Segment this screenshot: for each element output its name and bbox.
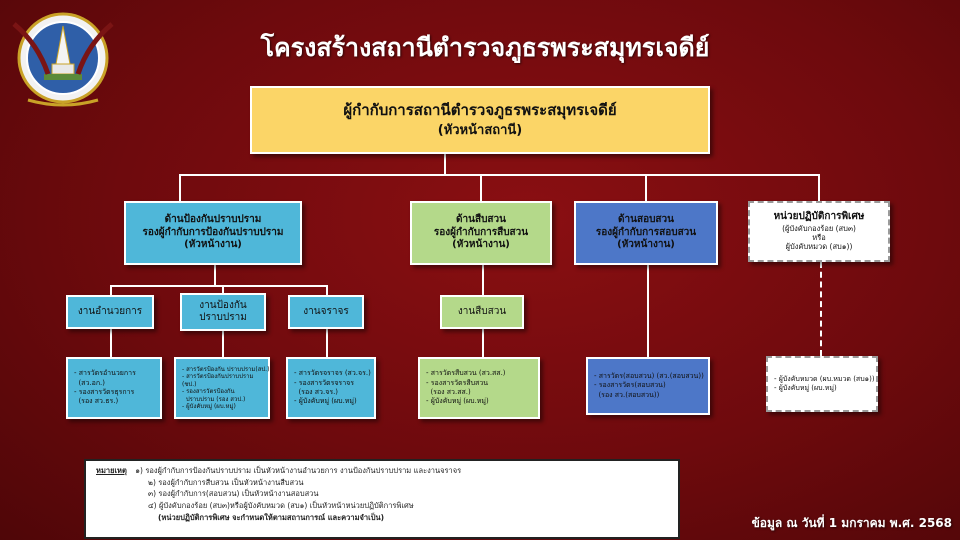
division-special-box: หน่วยปฏิบัติการพิเศษ (ผู้บังคับกองร้อย (…	[748, 201, 890, 262]
staff-line: - รองสารวัตรจราจร	[294, 378, 354, 387]
staff-line: (รอง สว.สส.)	[426, 388, 471, 396]
connector-investigation-down	[482, 265, 484, 295]
staff-line: - ผู้บังคับหมู่ (ผบ.หมู่)	[774, 384, 837, 392]
note-item-4: ๔) ผู้บังคับกองร้อย (สบ๓)หรือผู้บังคับหม…	[148, 500, 414, 510]
notes-heading: หมายเหตุ	[96, 466, 127, 475]
staff-line: - สารวัตรจราจร (สว.จร.)	[294, 369, 371, 378]
staff-line: (รอง สว.ธร.)	[74, 397, 119, 406]
connector-unit-prevent	[222, 285, 224, 295]
staff-line: (สว.อก.)	[74, 378, 106, 387]
staff-line: - ผู้บังคับหมวด (ผบ.หมวด (สบ๑))	[774, 374, 875, 383]
connector-division-bar	[179, 174, 819, 176]
staff-line: (รอง สว.(สอบสวน))	[594, 390, 660, 399]
connector-unit-traffic	[326, 285, 328, 295]
division-investigation-role: (หัวหน้างาน)	[452, 239, 510, 251]
staff-line: - ผู้บังคับหมู่ (ผบ.หมู่)	[294, 397, 357, 406]
division-prevention-name: ด้านป้องกันปราบปราม	[164, 214, 262, 226]
commander-box: ผู้กำกับการสถานีตำรวจภูธรพระสมุทรเจดีย์ …	[250, 86, 710, 154]
division-investigation-deputy: รองผู้กำกับการสืบสวน	[433, 226, 529, 238]
staff-special-box: - ผู้บังคับหมวด (ผบ.หมวด (สบ๑))- ผู้บังค…	[766, 356, 878, 412]
connector-unit-admin	[110, 285, 112, 295]
connector-investigate-staff	[482, 329, 484, 357]
division-prevention-deputy: รองผู้กำกับการป้องกันปราบปราม	[142, 226, 284, 238]
police-emblem-logo	[12, 12, 114, 107]
staff-line: - สารวัตรอำนวยการ	[74, 369, 136, 378]
staff-line: (รอง สว.จร.)	[294, 388, 339, 396]
staff-traffic-box: - สารวัตรจราจร (สว.จร.)- รองสารวัตรจราจร…	[286, 357, 376, 419]
connector-prevention-down	[214, 265, 216, 285]
unit-prevent-box: งานป้องกัน ปราบปราม	[180, 293, 266, 331]
division-inquiry-box: ด้านสอบสวน รองผู้กำกับการสอบสวน (หัวหน้า…	[574, 201, 718, 265]
connector-unit-bar	[110, 285, 326, 287]
division-special-platoon: ผู้บังคับหมวด (สบ๑))	[785, 242, 853, 252]
connector-prevent-staff	[222, 329, 224, 357]
staff-line: - รองสารวัตรป้องกัน	[182, 388, 235, 395]
notes-panel: หมายเหตุ ๑) รองผู้กำกับการป้องกันปราบปรา…	[84, 459, 680, 539]
staff-line: - รองสารวัตรธุรการ	[74, 388, 135, 396]
connector-traffic-staff	[326, 329, 328, 357]
staff-line: - ผู้บังคับหมู่ (ผบ.หมู่)	[182, 403, 236, 410]
staff-line: - สารวัตร(สอบสวน) (สว.(สอบสวน))	[594, 371, 704, 380]
connector-investigation	[480, 174, 482, 201]
note-item-1: ๑) รองผู้กำกับการป้องกันปราบปราม เป็นหัว…	[135, 466, 462, 475]
staff-admin-box: - สารวัตรอำนวยการ (สว.อก.)- รองสารวัตรธุ…	[66, 357, 162, 419]
connector-inquiry-staff	[647, 265, 649, 357]
staff-prevent-box: - สารวัตรป้องกัน ปราบปราม(สป.)- สารวัตรป…	[174, 357, 270, 419]
division-investigation-name: ด้านสืบสวน	[456, 214, 506, 226]
unit-prevent-label: งานป้องกัน ปราบปราม	[199, 299, 247, 324]
staff-line: (ชป.)	[182, 380, 197, 388]
division-special-commander: (ผู้บังคับกองร้อย (สบ๓)	[782, 223, 856, 233]
division-special-or: หรือ	[812, 233, 826, 243]
division-prevention-box: ด้านป้องกันปราบปราม รองผู้กำกับการป้องกั…	[124, 201, 302, 265]
division-prevention-role: (หัวหน้างาน)	[184, 239, 242, 251]
division-inquiry-name: ด้านสอบสวน	[618, 214, 674, 226]
note-item-3: ๓) รองผู้กำกับการ(สอบสวน) เป็นหัวหน้างาน…	[148, 489, 319, 499]
note-item-2: ๒) รองผู้กำกับการสืบสวน เป็นหัวหน้างานสื…	[148, 477, 304, 487]
page-title: โครงสร้างสถานีตำรวจภูธรพระสมุทรเจดีย์	[260, 33, 710, 62]
commander-title: ผู้กำกับการสถานีตำรวจภูธรพระสมุทรเจดีย์	[343, 100, 617, 119]
connector-special	[818, 174, 820, 201]
connector-top-down	[444, 154, 446, 174]
staff-line: - ผู้บังคับหมู่ (ผบ.หมู่)	[426, 397, 489, 406]
staff-line: ปราบปราม (รอง สวป.)	[182, 395, 246, 403]
division-inquiry-role: (หัวหน้างาน)	[617, 239, 675, 251]
connector-prevention	[179, 174, 181, 201]
note-footnote: (หน่วยปฏิบัติการพิเศษ จะกำหนดให้ตามสถานก…	[158, 512, 385, 522]
staff-line: - สารวัตรสืบสวน (สว.สส.)	[426, 369, 506, 378]
unit-investigate-label: งานสืบสวน	[457, 305, 507, 317]
unit-admin-label: งานอำนวยการ	[77, 305, 143, 317]
division-special-name: หน่วยปฏิบัติการพิเศษ	[773, 211, 865, 223]
staff-line: - สารวัตรป้องกันปราบปราม	[182, 373, 254, 380]
division-inquiry-deputy: รองผู้กำกับการสอบสวน	[595, 226, 697, 238]
connector-inquiry	[645, 174, 647, 201]
staff-inquiry-box: - สารวัตร(สอบสวน) (สว.(สอบสวน))- รองสารว…	[586, 357, 710, 415]
division-investigation-box: ด้านสืบสวน รองผู้กำกับการสืบสวน (หัวหน้า…	[410, 201, 552, 265]
staff-line: - รองสารวัตรสืบสวน	[426, 378, 489, 387]
connector-admin-staff	[110, 329, 112, 357]
unit-investigate-box: งานสืบสวน	[440, 295, 524, 329]
connector-special-staff	[820, 262, 822, 356]
staff-investigate-box: - สารวัตรสืบสวน (สว.สส.)- รองสารวัตรสืบส…	[418, 357, 540, 419]
commander-subtitle: (หัวหน้าสถานี)	[437, 123, 523, 139]
staff-line: - สารวัตรป้องกัน ปราบปราม(สป.)	[182, 365, 270, 373]
unit-traffic-box: งานจราจร	[288, 295, 364, 329]
staff-line: - รองสารวัตร(สอบสวน)	[594, 381, 666, 390]
data-date-footer: ข้อมูล ณ วันที่ 1 มกราคม พ.ศ. 2568	[751, 516, 952, 530]
note-row-1: หมายเหตุ ๑) รองผู้กำกับการป้องกันปราบปรา…	[96, 465, 668, 477]
unit-traffic-label: งานจราจร	[303, 305, 349, 317]
unit-admin-box: งานอำนวยการ	[66, 295, 154, 329]
